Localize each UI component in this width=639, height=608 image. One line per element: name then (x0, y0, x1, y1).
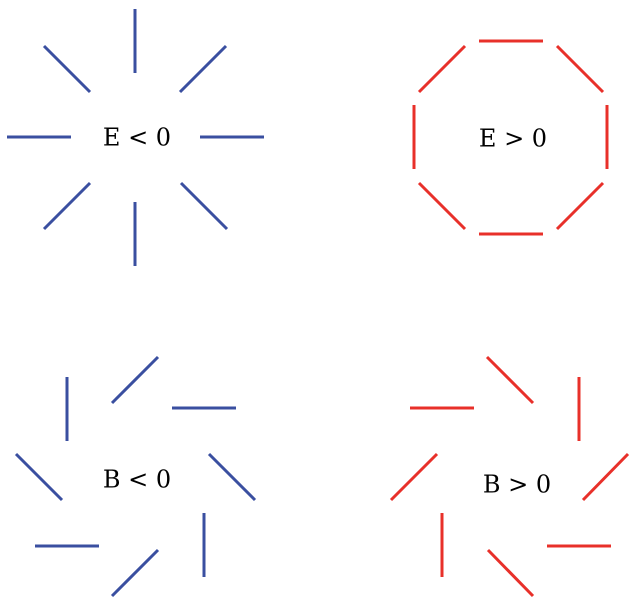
panel-label: B > 0 (483, 471, 551, 499)
stick-1 (485, 355, 535, 405)
stick-8 (417, 44, 467, 94)
stick-4 (207, 452, 257, 502)
panel-label: B < 0 (103, 466, 171, 494)
stick-6 (110, 548, 160, 598)
panel-b-negative: B < 0 (14, 355, 257, 598)
stick-3 (581, 452, 630, 502)
panel-e-negative: E < 0 (7, 9, 264, 266)
stick-2 (110, 355, 160, 405)
stick-7 (389, 452, 439, 502)
panel-b-positive: B > 0 (389, 355, 630, 598)
panel-label: E < 0 (103, 124, 171, 152)
stick-2 (555, 44, 605, 94)
stick-5 (486, 548, 535, 598)
stick-8 (14, 452, 64, 502)
stick-4 (179, 181, 229, 231)
stick-8 (42, 44, 92, 94)
stick-6 (417, 181, 467, 231)
stick-4 (555, 181, 605, 231)
panel-e-positive: E > 0 (412, 39, 609, 236)
stick-2 (178, 44, 228, 94)
stick-6 (42, 181, 92, 231)
panel-label: E > 0 (479, 125, 547, 153)
